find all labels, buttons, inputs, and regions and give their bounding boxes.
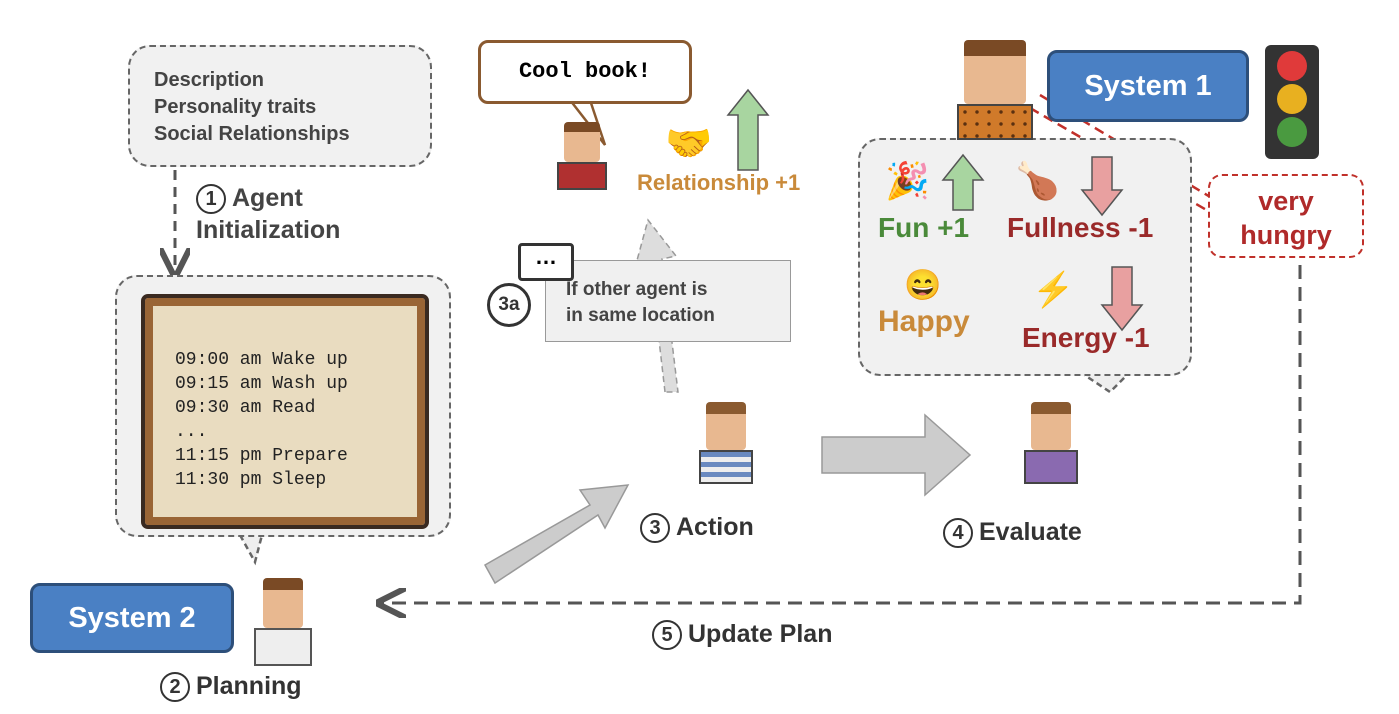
- schedule-list: 09:00 am Wake up 09:15 am Wash up 09:30 …: [153, 306, 417, 492]
- condition-line: in same location: [566, 305, 715, 326]
- schedule-item: ...: [175, 422, 208, 442]
- evaluate-character-icon: [1022, 402, 1080, 490]
- to-action-arrow: [483, 484, 630, 585]
- drumstick-icon: 🍗: [1015, 160, 1060, 201]
- traffic-light-icon: [1265, 45, 1319, 159]
- relationship-change: Relationship +1: [637, 170, 801, 195]
- profile-traits: Personality traits: [154, 96, 317, 118]
- energy-stat: Energy -1: [1022, 322, 1150, 353]
- chat-bubble-icon: …: [518, 243, 574, 281]
- schedule-item: 09:00 am Wake up: [175, 350, 348, 370]
- smile-icon: 😄: [904, 269, 942, 302]
- to-evaluate-arrow: [821, 413, 972, 497]
- schedule-item: 11:30 pm Sleep: [175, 470, 327, 490]
- condition-line: If other agent is: [566, 279, 708, 300]
- party-popper-icon: 🎉: [885, 160, 930, 201]
- up-arrow-icon: [726, 88, 770, 171]
- system-2-badge: System 2: [30, 583, 234, 653]
- step-3a-badge: 3a: [487, 283, 531, 327]
- other-agent-character-icon: [556, 122, 608, 190]
- schedule-item: 09:15 am Wash up: [175, 374, 348, 394]
- schedule-board: 09:00 am Wake up 09:15 am Wash up 09:30 …: [141, 294, 429, 529]
- profile-relationships: Social Relationships: [154, 123, 350, 145]
- speech-bubble: Cool book!: [478, 40, 692, 104]
- fun-stat: Fun +1: [878, 212, 970, 243]
- alert-line: very: [1258, 186, 1314, 216]
- very-hungry-alert: very hungry: [1208, 174, 1364, 258]
- caveman-character-icon: [950, 40, 1040, 140]
- lightning-icon: ⚡: [1032, 271, 1075, 309]
- handshake-icon: 🤝: [665, 123, 713, 165]
- interaction-condition-box: If other agent is in same location: [545, 260, 791, 342]
- emotion-happy: Happy: [878, 305, 970, 338]
- alert-line: hungry: [1240, 220, 1332, 250]
- planner-character-icon: [252, 578, 314, 666]
- fullness-stat: Fullness -1: [1007, 212, 1154, 243]
- stats-bubble: [858, 138, 1192, 376]
- action-character-icon: [697, 402, 755, 490]
- system-1-badge: System 1: [1047, 50, 1249, 122]
- agent-profile-box: Description Personality traits Social Re…: [128, 45, 432, 167]
- update-plan-arrow: [382, 265, 1302, 603]
- schedule-item: 11:15 pm Prepare: [175, 446, 348, 466]
- schedule-item: 09:30 am Read: [175, 398, 316, 418]
- profile-description: Description: [154, 69, 265, 91]
